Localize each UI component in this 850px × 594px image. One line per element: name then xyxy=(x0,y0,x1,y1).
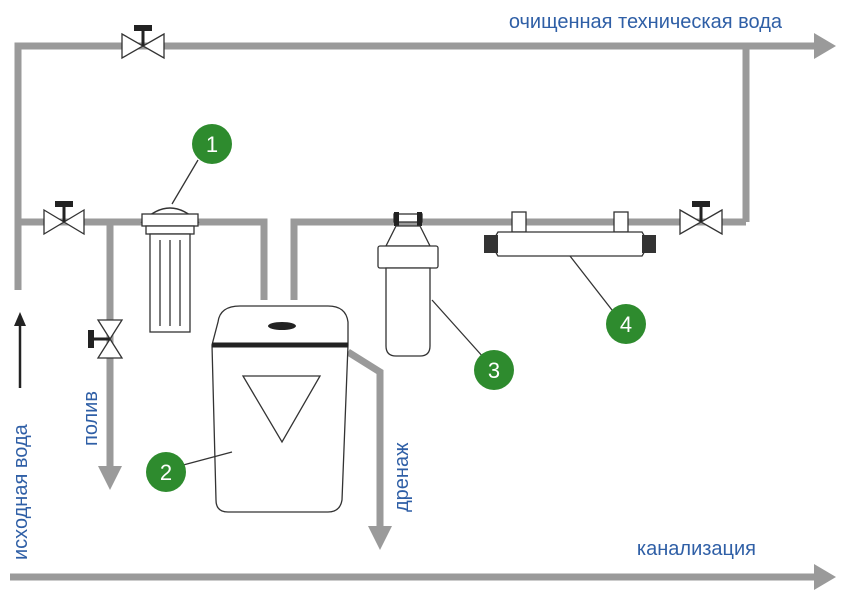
main-pipe-right xyxy=(290,218,746,300)
svg-text:1: 1 xyxy=(206,132,218,157)
source-water-label: исходная вода xyxy=(10,423,32,560)
clean-water-arrow xyxy=(814,33,836,59)
marker-4: 4 xyxy=(606,304,646,344)
svg-text:2: 2 xyxy=(160,460,172,485)
svg-text:3: 3 xyxy=(488,358,500,383)
valve-watering[interactable] xyxy=(88,319,124,359)
marker-2: 2 xyxy=(146,452,186,492)
uv-sterilizer xyxy=(484,211,656,257)
softener-unit xyxy=(211,305,349,513)
marker-1: 1 xyxy=(192,124,232,164)
watering-arrow xyxy=(98,466,122,490)
valve-top-left[interactable] xyxy=(121,25,165,60)
watering-label: полив xyxy=(80,391,102,446)
sewer-label: канализация xyxy=(637,538,756,560)
drain-label: дренаж xyxy=(391,442,413,512)
main-pipe-left xyxy=(18,218,268,300)
marker-3: 3 xyxy=(474,350,514,390)
drain-pipe xyxy=(346,349,384,528)
clean-water-label: очищенная техническая вода xyxy=(509,11,783,33)
svg-text:4: 4 xyxy=(620,312,632,337)
drain-arrow xyxy=(368,526,392,550)
clean-water-pipe xyxy=(14,42,818,290)
sewer-arrow xyxy=(814,564,836,590)
cartridge-filter xyxy=(140,207,200,333)
valve-right[interactable] xyxy=(679,201,723,236)
valve-middle-left[interactable] xyxy=(43,201,85,236)
source-water-arrow xyxy=(14,312,26,388)
fine-filter xyxy=(377,212,439,357)
